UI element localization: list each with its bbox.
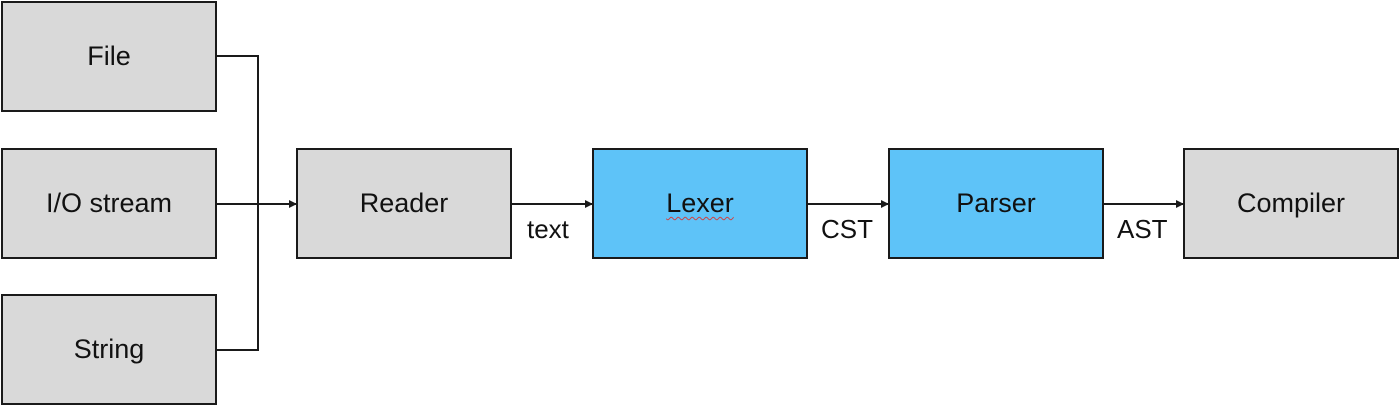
cst-edge-label: CST (821, 214, 873, 244)
compiler-box: Compiler (1183, 148, 1399, 259)
parser-label: Parser (956, 188, 1036, 218)
reader-box: Reader (296, 148, 512, 259)
string-box: String (1, 294, 217, 405)
file-connector (217, 55, 259, 204)
text-edge-label: text (527, 214, 569, 244)
file-label: File (87, 41, 131, 71)
parser-box: Parser (888, 148, 1104, 259)
compiler-label: Compiler (1236, 188, 1346, 218)
io-stream-label: I/O stream (45, 188, 173, 218)
lexer-box: Lexer (592, 148, 808, 259)
ast-edge-label: AST (1117, 214, 1168, 244)
io-stream-box: I/O stream (1, 148, 217, 259)
string-connector (217, 204, 259, 351)
lexer-label: Lexer (666, 188, 734, 218)
file-box: File (1, 1, 217, 112)
string-label: String (73, 334, 145, 364)
reader-label: Reader (359, 188, 449, 218)
